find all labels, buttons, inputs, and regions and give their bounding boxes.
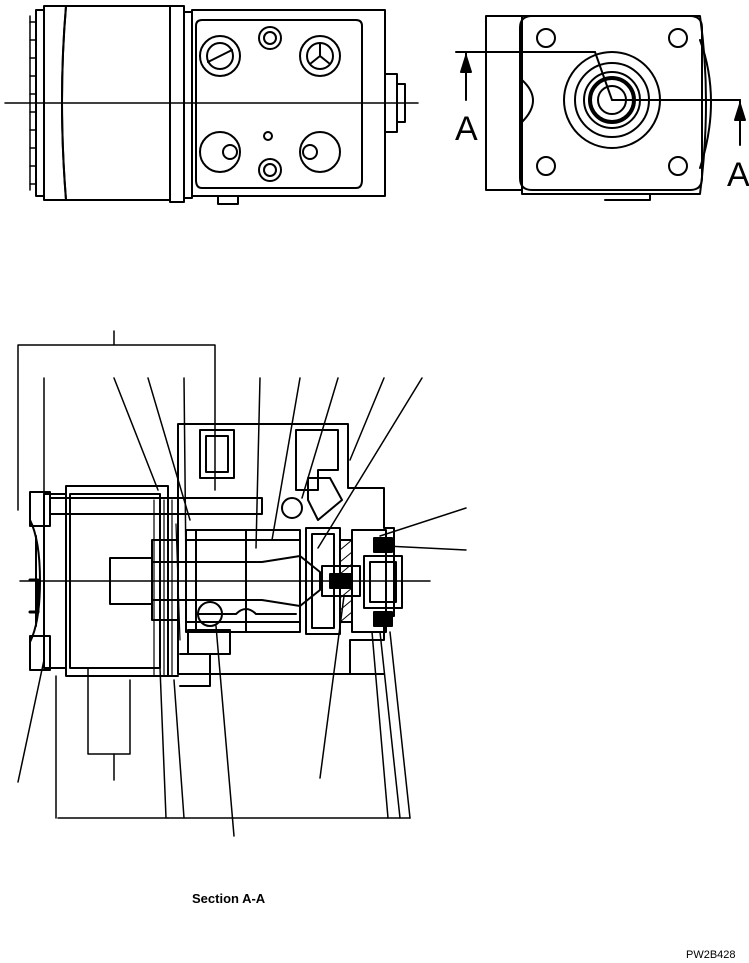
section-view	[17, 330, 431, 687]
leader-lines	[17, 377, 467, 837]
section-marker-left: A	[455, 110, 478, 148]
drawing-code: PW2B428	[686, 949, 736, 961]
side-view	[4, 5, 419, 205]
end-view	[455, 15, 746, 201]
section-label: Section A-A	[192, 891, 266, 906]
section-marker-right: A	[727, 156, 749, 194]
